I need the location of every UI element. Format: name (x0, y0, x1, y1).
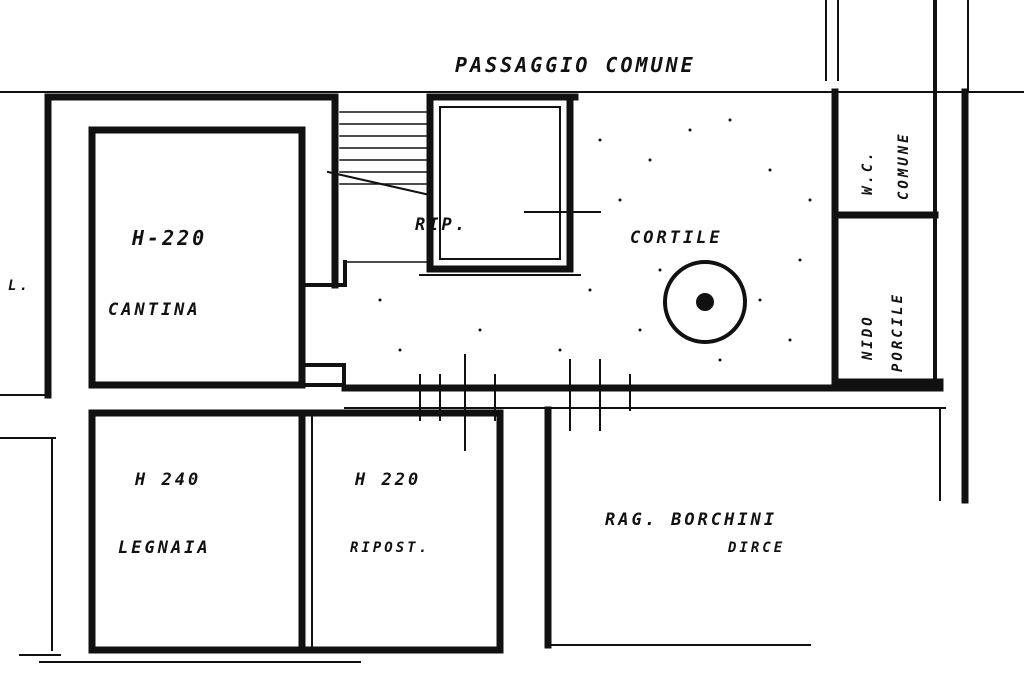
woodshed-label: LEGNAIA (118, 538, 211, 558)
wc-label-line2: COMUNE (896, 131, 912, 200)
courtyard-label: CORTILE (630, 228, 723, 248)
walls (0, 0, 1024, 663)
storeroom-label: RIPOST. (350, 540, 430, 556)
neighbor-label-line1: RAG. BORCHINI (605, 510, 777, 530)
openings (419, 354, 631, 451)
pigsty-label-line2: PORCILE (890, 292, 906, 372)
storage-room-walls (426, 93, 574, 273)
stairs (326, 111, 432, 263)
courtyard-stipple (378, 118, 812, 362)
woodshed-height-label: H 240 (134, 470, 201, 490)
cellar-walls (88, 126, 306, 389)
wc-label-line1: W.C. (860, 149, 876, 195)
storeroom-height-label: H 220 (354, 470, 421, 490)
pigsty-label-line1: NIDO (860, 314, 876, 361)
passage-label: PASSAGGIO COMUNE (455, 53, 696, 77)
cellar-label: CANTINA (108, 300, 201, 320)
edge-mark-label: L. (8, 278, 31, 294)
woodshed-walls (88, 409, 306, 654)
door-jamb-left (300, 363, 346, 387)
storage-room-label: RIP. (415, 215, 468, 235)
cellar-height-label: H-220 (131, 226, 207, 250)
neighbor-label-line2: DIRCE (727, 540, 785, 556)
storage-room-inner (439, 106, 561, 260)
well-icon (663, 260, 747, 344)
